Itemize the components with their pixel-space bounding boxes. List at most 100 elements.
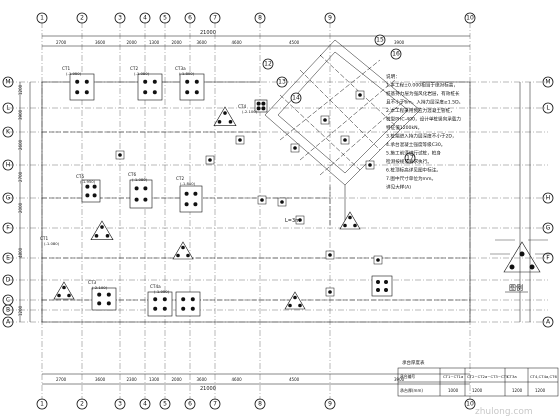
top-axis-6-label: 6 bbox=[188, 15, 192, 22]
cap-elev-8: (-2.100) bbox=[92, 285, 108, 290]
bottom-span-9: 3900 bbox=[394, 377, 405, 382]
bottom-axis-3-label: 3 bbox=[118, 401, 122, 408]
cap-elev-10: (-1.080) bbox=[44, 241, 60, 246]
cap-label-4: CT4 bbox=[238, 104, 246, 109]
table-head-1: 承台编号 bbox=[400, 374, 415, 379]
note-line-5: 2.本工程采用预应力混凝土管桩， bbox=[386, 107, 455, 114]
bottom-span-5: 2000 bbox=[172, 377, 183, 382]
right-axis-F-label: F bbox=[546, 255, 550, 262]
cap-b2-body bbox=[129, 179, 153, 209]
bottom-axis-4: 4 bbox=[139, 398, 151, 410]
top-axis-8: 8 bbox=[254, 12, 266, 24]
cap-d11 bbox=[365, 160, 375, 170]
cap-d1 bbox=[257, 195, 267, 205]
cap-tri-5-pile-3 bbox=[353, 223, 357, 228]
bottom-axis-10: 10 bbox=[464, 398, 476, 410]
cap-b4-pile-2 bbox=[106, 292, 111, 297]
top-span-5: 2000 bbox=[172, 40, 183, 45]
cap-thickness-table bbox=[397, 367, 559, 397]
cap-a3 bbox=[179, 73, 205, 101]
cap-tri-2-pile-1 bbox=[100, 225, 104, 229]
note-line-13: 7.图中尺寸单位为mm。 bbox=[386, 175, 436, 182]
cap-b5 bbox=[147, 291, 173, 317]
cap-tri-3-pile-3 bbox=[67, 293, 71, 298]
cap-b6-pile-4 bbox=[190, 306, 195, 311]
cap-b1-pile-4 bbox=[92, 193, 97, 198]
diag-axis-12-label: 12 bbox=[264, 61, 272, 68]
right-axis-G-label: G bbox=[546, 225, 551, 232]
cap-tri-2-pile-3 bbox=[105, 234, 110, 238]
table-title: 承台厚度表 bbox=[402, 359, 425, 366]
bottom-span-7: 4600 bbox=[232, 377, 243, 382]
cap-tri-6-pile-1 bbox=[181, 245, 185, 250]
cap-d9-pile bbox=[358, 93, 362, 97]
cap-d2 bbox=[277, 197, 287, 207]
cap-a2-body bbox=[137, 73, 163, 101]
cap-d5 bbox=[325, 287, 335, 297]
cap-label-1: CT1 bbox=[62, 66, 70, 71]
top-axis-9-label: 9 bbox=[328, 15, 332, 22]
left-dim-5: 2000 bbox=[18, 202, 23, 213]
top-axis-8-label: 8 bbox=[258, 15, 262, 22]
cap-d7-pile bbox=[323, 118, 327, 122]
cap-b3-pile-2 bbox=[193, 191, 198, 196]
table-head-4: CT3a bbox=[507, 374, 517, 379]
cap-label-5: CT5 bbox=[76, 174, 84, 179]
top-span-6: 3600 bbox=[197, 40, 208, 45]
top-axis-3-label: 3 bbox=[118, 15, 122, 22]
cap-b4 bbox=[91, 287, 117, 311]
cap-b2-pile-4 bbox=[143, 197, 148, 202]
left-dim-4: 2700 bbox=[18, 171, 23, 182]
cap-tri-1-body bbox=[213, 106, 237, 126]
cap-d12-pile bbox=[238, 138, 242, 142]
cap-a2 bbox=[137, 73, 163, 101]
table-value-1: 承台厚(mm) bbox=[400, 387, 423, 393]
cap-d10-pile bbox=[293, 146, 297, 150]
top-axis-5-label: 5 bbox=[163, 15, 167, 22]
cap-tri-2-pile-2 bbox=[94, 234, 99, 238]
cap-b6-pile-2 bbox=[190, 297, 195, 302]
top-axis-5: 5 bbox=[159, 12, 171, 24]
bottom-axis-2-label: 2 bbox=[80, 401, 84, 408]
cap-b3-pile-1 bbox=[184, 191, 189, 196]
note-line-3: 桩基持力层为强风化岩层，有效桩长 bbox=[386, 90, 460, 97]
cap-d14-pile bbox=[208, 158, 212, 162]
cap-b5-pile-2 bbox=[162, 297, 167, 302]
diag-axis-16-label: 16 bbox=[392, 51, 400, 58]
pile-caps bbox=[53, 73, 393, 317]
diag-axis-16: 16 bbox=[390, 48, 402, 60]
diag-axis-17-circle bbox=[404, 152, 416, 164]
cap-d7 bbox=[320, 115, 330, 125]
legend: 图例 bbox=[490, 239, 552, 293]
table-head-3: CT2~CT2a~CT3~CT5 bbox=[467, 374, 509, 379]
top-axis-4: 4 bbox=[139, 12, 151, 24]
bottom-span-6: 3600 bbox=[197, 377, 208, 382]
bottom-axis-4-label: 4 bbox=[143, 401, 147, 408]
bottom-dimension-chain bbox=[42, 373, 470, 385]
diag-axis-14: 14 bbox=[290, 92, 302, 104]
cap-a1-pile-4 bbox=[84, 90, 89, 95]
top-span-1: 2700 bbox=[56, 40, 67, 45]
table-value-5: 1200 bbox=[535, 388, 546, 393]
note-line-10: 5.施工前须进行试桩，桩身 bbox=[386, 150, 441, 157]
cap-b5-body bbox=[147, 291, 173, 317]
cap-d9 bbox=[355, 90, 365, 100]
cap-b5-pile-1 bbox=[153, 297, 158, 302]
top-axis-2-label: 2 bbox=[80, 15, 84, 22]
diag-axis-13-label: 13 bbox=[278, 79, 286, 86]
left-dim-2: 3900 bbox=[18, 109, 23, 120]
note-line-8: 3.桩端进入持力层深度不小于2D， bbox=[386, 133, 457, 140]
cap-label-6: CT6 bbox=[128, 172, 136, 177]
cap-b3 bbox=[179, 185, 203, 213]
cap-a2-pile-3 bbox=[143, 90, 148, 95]
note-line-14: 详见大样(A) bbox=[386, 184, 411, 191]
top-span-8: 4500 bbox=[289, 40, 300, 45]
cap-b7 bbox=[371, 275, 393, 297]
left-dim-7: 1200 bbox=[18, 305, 23, 316]
cap-elev-4: (-2.100) bbox=[242, 109, 258, 114]
right-axis-L-label: L bbox=[546, 105, 550, 112]
cap-b6-pile-3 bbox=[181, 306, 186, 311]
